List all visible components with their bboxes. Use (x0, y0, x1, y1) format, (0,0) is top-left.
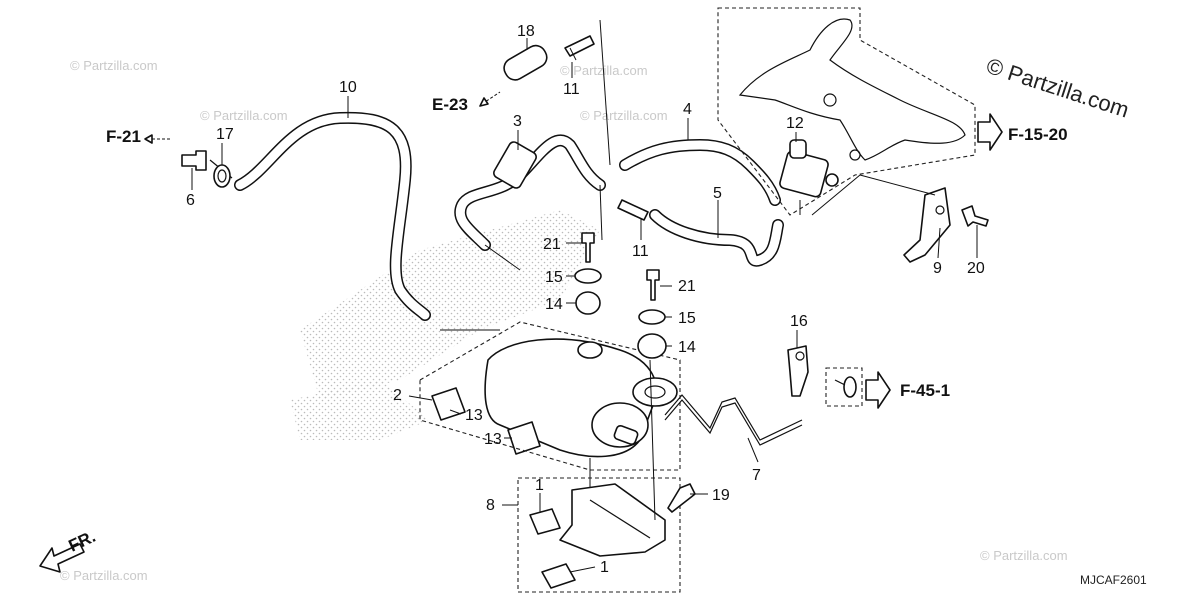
callout-15-right: 15 (678, 310, 696, 327)
ref-label-f1520: F-15-20 (1008, 125, 1068, 144)
callout-10: 10 (339, 79, 357, 96)
callout-12: 12 (786, 115, 804, 132)
callout-15-left: 15 (545, 269, 563, 286)
hose-18 (503, 44, 548, 81)
watermark-text: © Partzilla.com (580, 108, 668, 123)
pad-1-upper (529, 508, 561, 535)
ref-label-e23: E-23 (432, 95, 468, 114)
pad-13-upper (431, 387, 466, 421)
callout-5: 5 (713, 185, 722, 202)
ref-label-f451: F-45-1 (900, 381, 950, 400)
bolt-20 (961, 205, 989, 227)
callout-9: 9 (933, 260, 942, 277)
callout-21-right: 21 (678, 278, 696, 295)
rubber-14-right (637, 333, 667, 359)
callout-14-left: 14 (545, 296, 563, 313)
ref-e23[interactable]: E-23 (432, 91, 501, 114)
arrow-right-icon (977, 113, 1003, 151)
callout-17: 17 (216, 126, 234, 143)
watermark-text: © Partzilla.com (200, 108, 288, 123)
tube-7 (664, 394, 803, 446)
screw-dashed (825, 367, 863, 407)
callout-13-lower: 13 (484, 431, 502, 448)
copyright-text: © Partzilla.com (983, 53, 1132, 123)
clamp-16 (787, 345, 809, 397)
background-logo (290, 210, 600, 440)
diagram-code: MJCAF2601 (1080, 573, 1147, 587)
solenoid-valve-12 (779, 139, 839, 198)
callout-20: 20 (967, 260, 985, 277)
callout-8: 8 (486, 497, 495, 514)
callout-1-upper: 1 (535, 477, 544, 494)
callouts: 6 17 10 18 11 3 4 5 11 12 9 20 21 21 15 … (186, 23, 985, 576)
stay-9 (903, 187, 951, 263)
ref-f1520[interactable]: F-15-20 (977, 113, 1068, 151)
callout-14-right: 14 (678, 339, 696, 356)
ref-label-f21: F-21 (106, 127, 141, 146)
fitting-11-upper (564, 35, 595, 61)
watermark-text: © Partzilla.com (60, 568, 148, 583)
fitting-11-middle (617, 199, 649, 221)
hose-4 (619, 139, 781, 206)
hose-3 (454, 134, 606, 251)
callout-7: 7 (752, 467, 761, 484)
arrow-left-icon (479, 97, 489, 107)
bolt-21-right (646, 269, 660, 301)
callout-1-lower: 1 (600, 559, 609, 576)
watermark-text: © Partzilla.com (70, 58, 158, 73)
callout-6: 6 (186, 192, 195, 209)
callout-21-left: 21 (543, 236, 561, 253)
protector-8 (517, 477, 681, 593)
clamp-17 (213, 164, 231, 188)
callout-3: 3 (513, 113, 522, 130)
callout-19: 19 (712, 487, 730, 504)
pad-13-lower (507, 421, 541, 455)
bolt-21-left (581, 232, 595, 263)
leader-lines (191, 19, 978, 573)
hose-5 (649, 209, 784, 267)
washer-15-left (574, 268, 602, 284)
bolt-19 (667, 483, 696, 513)
canister-frame (419, 321, 681, 471)
callout-13-upper: 13 (465, 407, 483, 424)
rubber-14-left (575, 291, 601, 315)
washer-15-right (638, 309, 666, 325)
callout-18: 18 (517, 23, 535, 40)
ref-f451[interactable]: F-45-1 (865, 371, 950, 409)
watermark-text: © Partzilla.com (980, 548, 1068, 563)
ref-f21[interactable]: F-21 (106, 127, 170, 146)
bracket-frame (717, 7, 976, 216)
front-arrow-icon (39, 543, 85, 573)
hose-10 (234, 111, 431, 321)
callout-4: 4 (683, 101, 692, 118)
arrow-right-icon (865, 371, 891, 409)
front-indicator: FR. (39, 527, 99, 573)
arrow-left-icon (144, 134, 153, 144)
callout-11-upper: 11 (563, 81, 580, 98)
callout-2: 2 (393, 387, 402, 404)
callout-11-middle: 11 (632, 243, 649, 260)
callout-16: 16 (790, 313, 808, 330)
pad-1-lower (541, 563, 576, 589)
